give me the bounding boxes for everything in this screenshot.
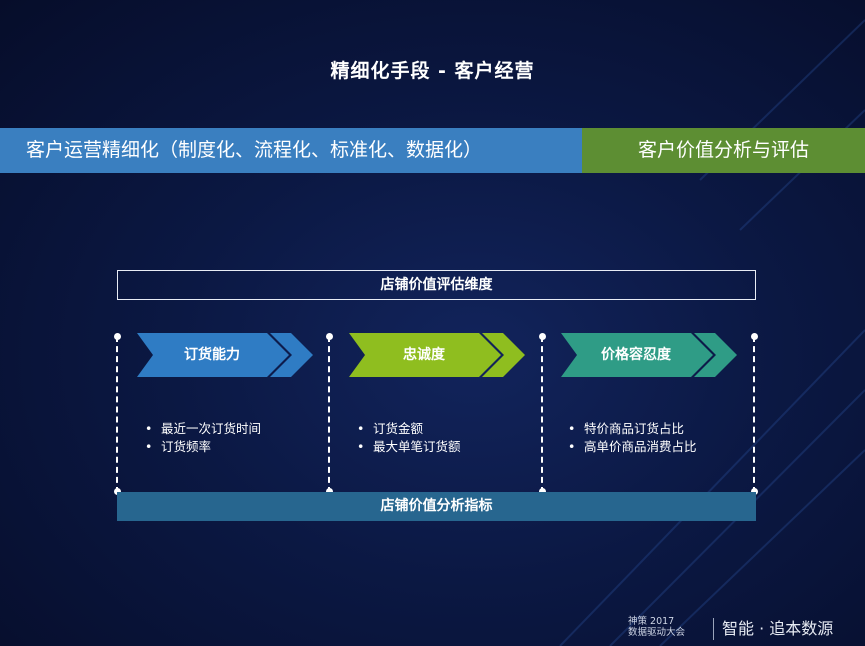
dimension-items-loyalty: •订货金额 •最大单笔订货额 bbox=[357, 420, 461, 456]
dimension-label-loyalty: 忠诚度 bbox=[403, 347, 445, 363]
list-item: •特价商品订货占比 bbox=[568, 421, 685, 436]
divider-dot bbox=[114, 488, 121, 495]
divider-dot bbox=[326, 488, 333, 495]
dimension-items-order-capability: •最近一次订货时间 •订货频率 bbox=[145, 420, 261, 456]
footer-divider bbox=[713, 618, 714, 640]
list-item: •订货金额 bbox=[357, 421, 424, 436]
chevron-arrow-loyalty bbox=[349, 333, 525, 377]
divider-line bbox=[541, 336, 543, 493]
banner-customer-operation: 客户运营精细化（制度化、流程化、标准化、数据化） bbox=[0, 128, 582, 173]
chevron-arrow-order-capability bbox=[137, 333, 313, 377]
divider-dot bbox=[539, 488, 546, 495]
list-item: •最大单笔订货额 bbox=[357, 439, 461, 454]
list-item: •高单价商品消费占比 bbox=[568, 439, 697, 454]
divider-line bbox=[753, 336, 755, 493]
divider-dot bbox=[326, 333, 333, 340]
dimension-header: 店铺价值评估维度 bbox=[117, 270, 756, 300]
banner-customer-value: 客户价值分析与评估 bbox=[582, 128, 865, 173]
dimension-label-order-capability: 订货能力 bbox=[184, 347, 240, 363]
value-analysis-indicator-bar: 店铺价值分析指标 bbox=[117, 492, 756, 521]
divider-dot bbox=[751, 488, 758, 495]
divider-line bbox=[116, 336, 118, 493]
divider-line bbox=[328, 336, 330, 493]
list-item: •最近一次订货时间 bbox=[145, 421, 262, 436]
divider-dot bbox=[114, 333, 121, 340]
divider-dot bbox=[751, 333, 758, 340]
event-logo-line1: 神策 2017 bbox=[628, 616, 675, 627]
event-logo-line2: 数据驱动大会 bbox=[628, 627, 686, 638]
divider-dot bbox=[539, 333, 546, 340]
page-title: 精细化手段 - 客户经营 bbox=[330, 60, 535, 82]
dimension-label-price-tolerance: 价格容忍度 bbox=[601, 347, 671, 363]
footer-slogan: 智能 · 追本数源 bbox=[722, 619, 834, 638]
dimension-items-price-tolerance: •特价商品订货占比 •高单价商品消费占比 bbox=[568, 420, 697, 456]
event-logo: 神策 2017 数据驱动大会 bbox=[628, 616, 685, 638]
chevron-arrow-price-tolerance bbox=[561, 333, 737, 377]
list-item: •订货频率 bbox=[145, 439, 212, 454]
